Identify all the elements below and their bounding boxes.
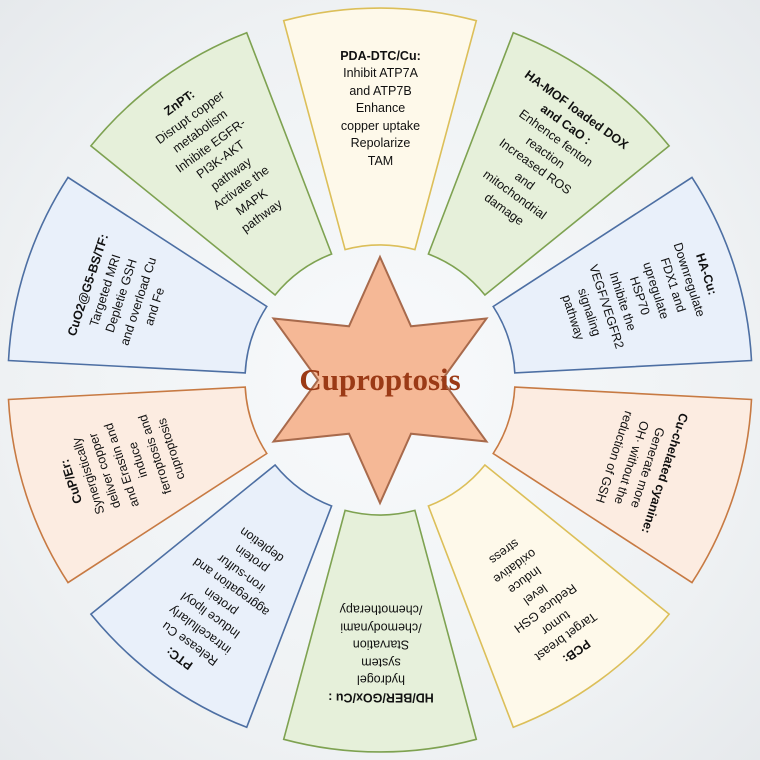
panel-ha-mof: HA-MOF loaded DOX and CaO :Enhence fento… — [481, 68, 631, 228]
panel-body-line: Starvation — [352, 637, 409, 652]
panel-body-line: /chemodynami — [339, 620, 422, 634]
sector-cuo2-g5 — [7, 176, 268, 374]
panel-body-line: Enhance — [355, 100, 406, 115]
panel-title: PDA-DTC/Cu: — [340, 48, 421, 63]
panel-body-line: hydrogel — [356, 672, 405, 687]
panel-body-line: TAM — [367, 153, 394, 168]
panel-body-line: and ATP7B — [349, 83, 412, 98]
panel-body-line: Inhibit ATP7A — [343, 65, 418, 80]
panel-body-line: copper uptake — [340, 118, 421, 133]
panel-title: HD/BER/GOx/Cu : — [327, 690, 434, 704]
sector-pda-dtc-cu — [282, 7, 478, 251]
sector-ha-mof — [427, 31, 671, 297]
sector-cup-er — [7, 386, 268, 584]
sector-znpt — [89, 31, 333, 297]
panel-body-line: Repolarize — [350, 135, 411, 150]
sector-cu-chelated-cyanine — [492, 386, 753, 584]
sector-group — [7, 7, 753, 753]
panel-body-line: /chemotherapy — [339, 602, 422, 617]
center-label: Cuproptosis — [299, 362, 461, 397]
panel-pda-dtc-cu: PDA-DTC/Cu: Inhibit ATP7A and ATP7B Enhance… — [340, 48, 421, 167]
center-star — [271, 254, 489, 506]
sector-pcb — [427, 463, 671, 729]
sector-ptc — [89, 463, 333, 729]
panel-hd-ber-gox-cu: HD/BER/GOx/Cu : hydrogel system Starvation /… — [328, 603, 434, 705]
panel-body-line: system — [360, 655, 401, 669]
sector-hd-ber-gox-cu — [282, 509, 478, 753]
sector-ha-cu — [492, 176, 753, 374]
